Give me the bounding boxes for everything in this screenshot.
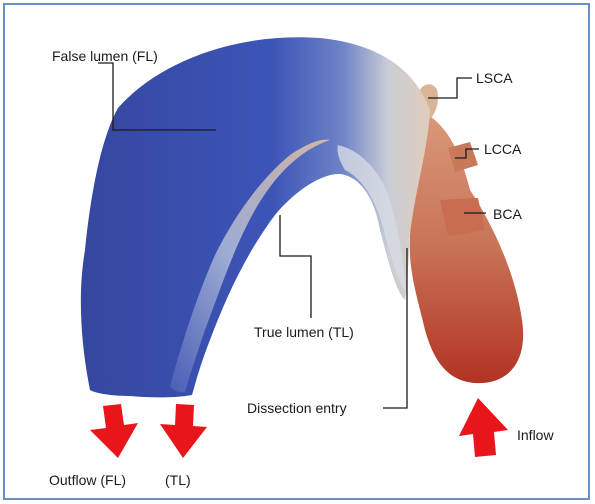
dissection-entry-label: Dissection entry [247, 400, 347, 416]
inflow-arrow [459, 398, 508, 457]
bca-label: BCA [493, 206, 522, 222]
false-lumen-label: False lumen (FL) [52, 48, 158, 64]
tl-leader [280, 215, 311, 318]
true-lumen-label: True lumen (TL) [254, 324, 354, 340]
outflow-fl-label: Outflow (FL) [49, 472, 126, 488]
bca-vessel [440, 198, 485, 236]
false-lumen-arch [81, 37, 430, 397]
outflow-tl-arrow [160, 404, 207, 458]
outflow-fl-arrow [90, 404, 138, 458]
outflow-tl-label: (TL) [165, 472, 191, 488]
inflow-label: Inflow [517, 427, 554, 443]
lsca-label: LSCA [476, 70, 513, 86]
lcca-label: LCCA [484, 141, 521, 157]
